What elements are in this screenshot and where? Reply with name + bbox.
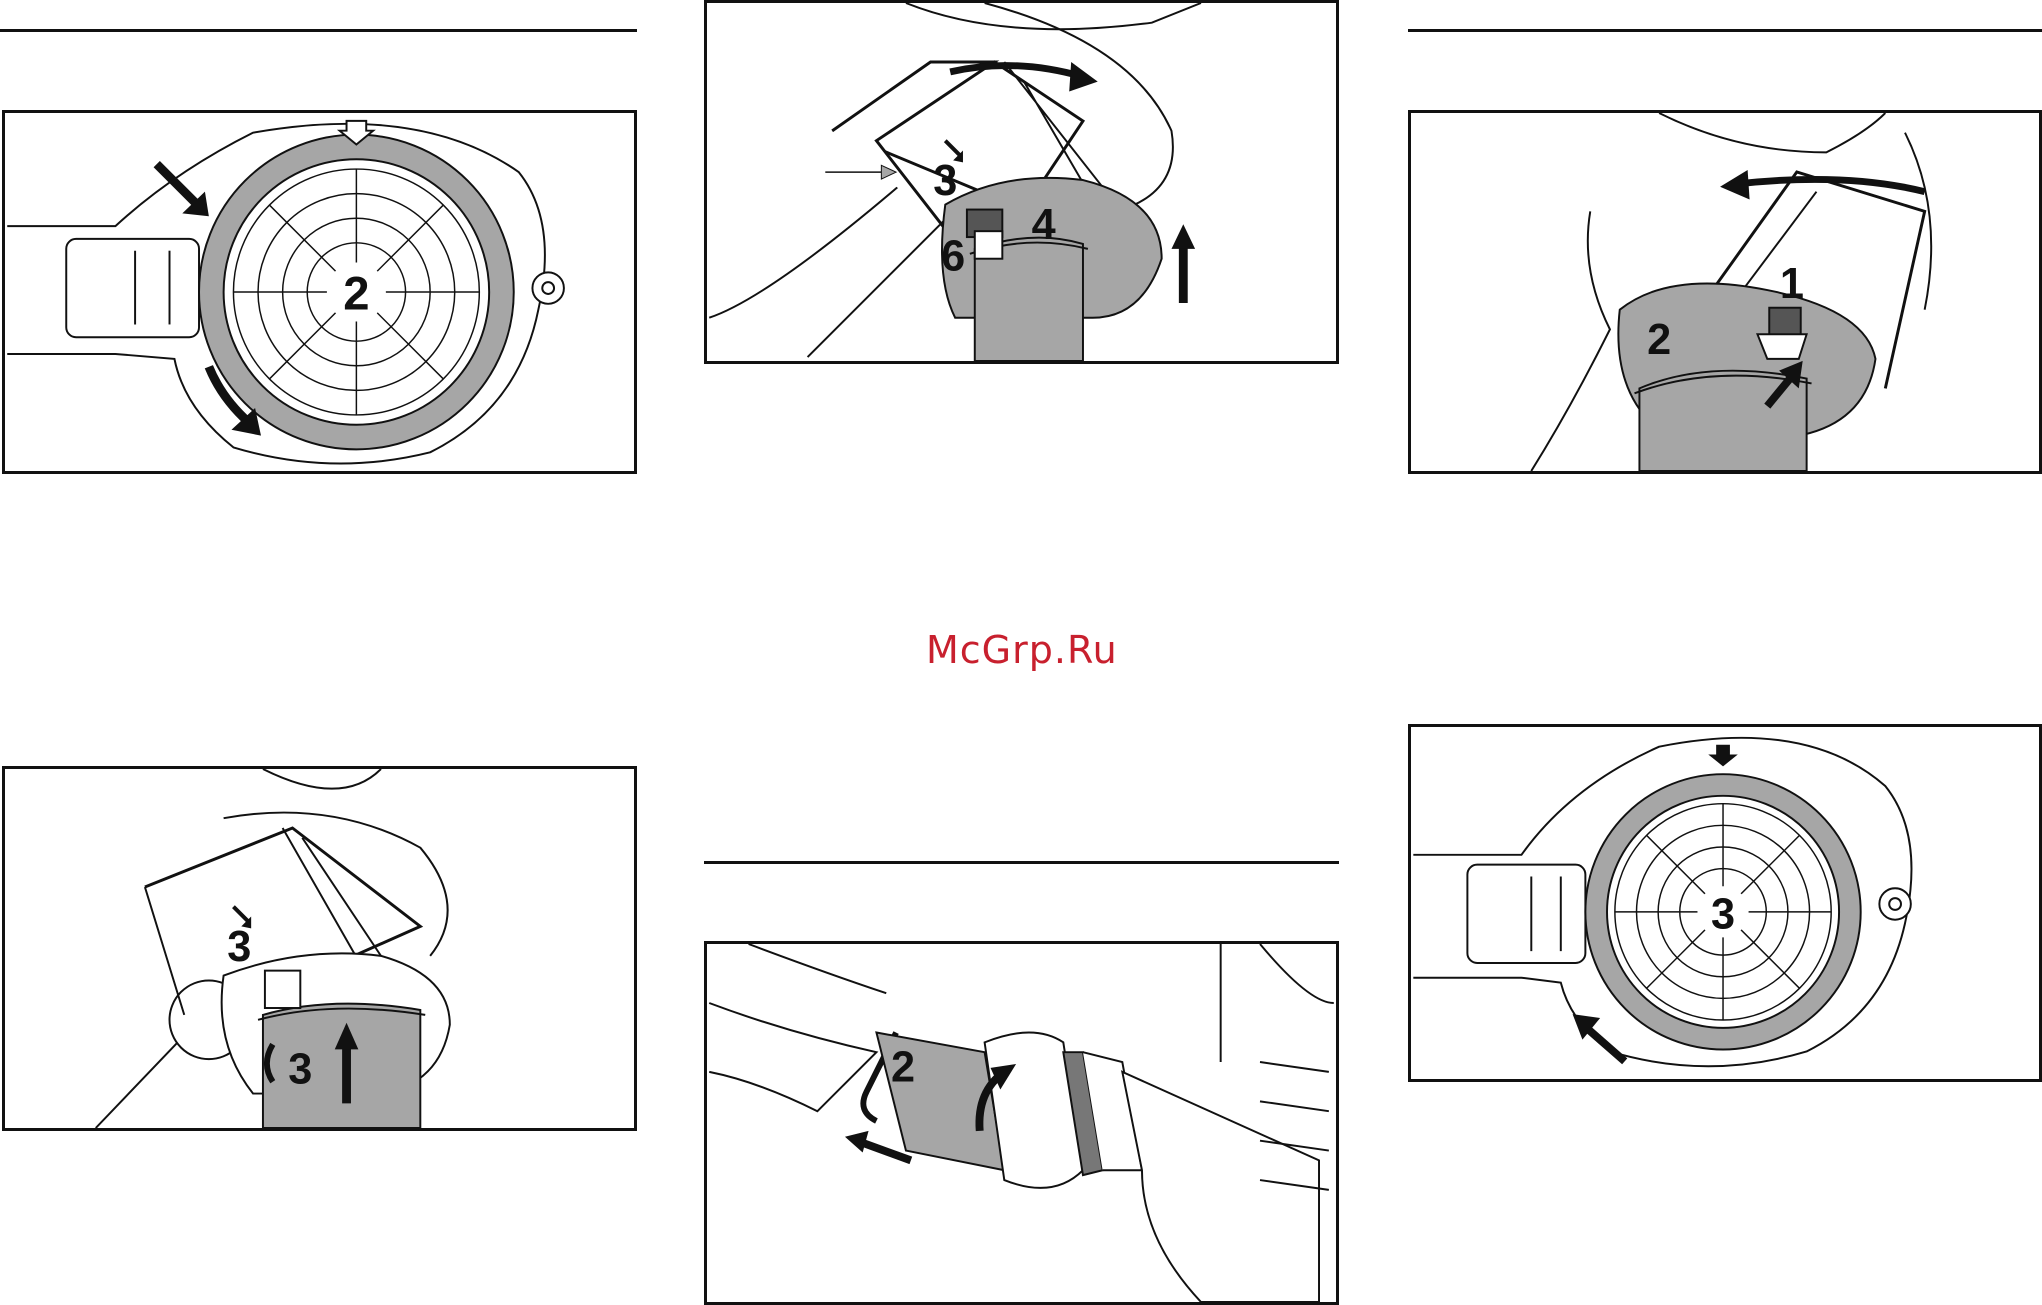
illustration-panel-3: 1 2 xyxy=(1408,110,2042,474)
panel1-label-2: 2 xyxy=(343,268,369,321)
panel6-label-3: 3 xyxy=(1711,891,1735,939)
hose-connection-illustration: 2 xyxy=(707,944,1336,1302)
panel5-label-2: 2 xyxy=(891,1044,915,1092)
watermark: McGrp.Ru xyxy=(926,628,1118,672)
handle-nozzle-illustration: 3 4 6 xyxy=(707,3,1336,361)
panel2-label-4: 4 xyxy=(1032,201,1056,249)
panel3-label-1: 1 xyxy=(1780,260,1804,308)
illustration-panel-5: 2 xyxy=(704,941,1339,1305)
illustration-panel-4: 3 3 xyxy=(2,766,637,1131)
panel4-label-3-top: 3 xyxy=(227,923,251,971)
blower-housing-illustration: 2 xyxy=(5,113,634,471)
handle-latch-illustration: 1 2 xyxy=(1411,113,2039,471)
panel3-label-2: 2 xyxy=(1647,316,1671,364)
illustration-panel-1: 2 xyxy=(2,110,637,474)
small-arrow-icon xyxy=(233,907,248,922)
panel2-label-3: 3 xyxy=(933,157,957,205)
handle-hose-illustration: 3 3 xyxy=(5,769,634,1128)
section-rule-right xyxy=(1408,29,2042,32)
section-rule-middle xyxy=(704,861,1339,864)
blower-housing-illustration-2: 3 xyxy=(1411,727,2039,1079)
panel4-label-3-bottom: 3 xyxy=(288,1046,312,1094)
illustration-panel-6: 3 xyxy=(1408,724,2042,1082)
panel2-label-6: 6 xyxy=(941,233,965,281)
illustration-panel-2: 3 4 6 xyxy=(704,0,1339,364)
rotate-arrow-icon xyxy=(1738,179,1925,191)
small-arrow-icon xyxy=(945,141,960,156)
section-rule-left xyxy=(0,29,637,32)
